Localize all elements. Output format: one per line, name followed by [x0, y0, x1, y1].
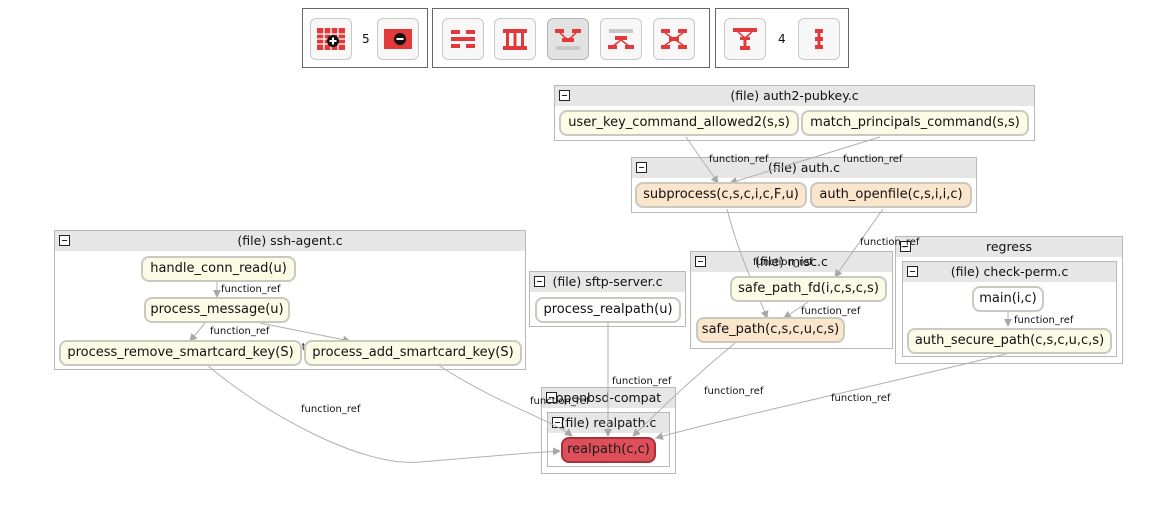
depth-count: 4: [778, 32, 786, 46]
edge-process-message-to-remove: [189, 322, 206, 342]
edge-label: function_ref: [210, 326, 270, 337]
node-process-message[interactable]: process_message(u): [144, 297, 290, 323]
edge-label: function_ref: [530, 396, 590, 407]
edge-label: function_ref: [612, 376, 672, 387]
edge-process-message-to-add: [259, 322, 351, 344]
collapse-icon[interactable]: [636, 162, 647, 173]
node-subprocess[interactable]: subprocess(c,s,c,i,c,F,u): [635, 182, 807, 208]
cluster-header: [896, 237, 1122, 257]
layout-tree-up-button[interactable]: [547, 18, 589, 60]
layout-horizontal-button[interactable]: [442, 18, 484, 60]
cluster-title: (file) sftp-server.c: [552, 274, 663, 289]
collapse-icon[interactable]: [546, 392, 557, 403]
toolbar-group-layout: [432, 8, 710, 68]
edge-label: function_ref: [301, 404, 361, 415]
node-realpath[interactable]: realpath(c,c): [561, 437, 656, 463]
cluster-title: (file) ssh-agent.c: [237, 233, 343, 248]
toolbar-group-depth: 4: [715, 8, 849, 68]
edge-remove-to-realpath: [206, 364, 561, 463]
node-safe-path-fd[interactable]: safe_path_fd(i,c,s,c,s): [730, 276, 887, 302]
edge-add-to-realpath: [437, 364, 573, 437]
layout-vertical-icon: [503, 29, 527, 50]
edge-user-key-to-subprocess: [685, 136, 719, 184]
layout-hierarchy-icon: [733, 28, 757, 50]
collapse-all-button[interactable]: [377, 18, 419, 60]
cluster-title: (file) auth2-pubkey.c: [730, 88, 859, 103]
layout-hierarchy-button[interactable]: [724, 18, 766, 60]
collapse-icon[interactable]: [534, 276, 545, 287]
node-auth-secure-path[interactable]: auth_secure_path(c,s,c,u,c,s): [907, 328, 1112, 354]
expand-all-icon: [317, 28, 345, 50]
layout-tree-down-icon: [608, 29, 634, 49]
collapse-all-icon: [384, 29, 412, 49]
toolbar-group-expand: 5: [302, 8, 428, 68]
node-handle-conn-read[interactable]: handle_conn_read(u): [141, 256, 296, 282]
node-process-add-smartcard-key[interactable]: process_add_smartcard_key(S): [304, 340, 522, 366]
cluster-header: [632, 158, 976, 178]
edge-label: function_ref: [801, 306, 861, 317]
edge-safe-path-fd-to-safe-path: [783, 301, 809, 319]
collapse-icon[interactable]: [907, 266, 918, 277]
layout-compact-icon: [815, 29, 823, 49]
layout-tree-down-button[interactable]: [600, 18, 642, 60]
cluster-header: [55, 231, 525, 251]
layout-horizontal-icon: [451, 30, 475, 48]
node-safe-path[interactable]: safe_path(c,s,c,u,c,s): [696, 317, 845, 343]
edge-label: function_ref: [709, 154, 769, 165]
edge-label: function_ref: [1014, 315, 1074, 326]
edge-label: function_ref: [221, 284, 281, 295]
layout-radial-icon: [661, 29, 687, 49]
node-auth-openfile[interactable]: auth_openfile(c,s,i,i,c): [810, 182, 972, 208]
edge-label: function_ref: [860, 237, 920, 248]
layout-vertical-button[interactable]: [494, 18, 536, 60]
edge-subprocess-to-safe-path: [726, 208, 769, 319]
layout-radial-button[interactable]: [653, 18, 695, 60]
edge-label: function_ref: [704, 386, 764, 397]
edge-auth-openfile-to-safe-path-fd: [834, 208, 884, 278]
collapse-icon[interactable]: [695, 256, 706, 267]
node-main[interactable]: main(i,c): [972, 286, 1044, 312]
node-process-realpath[interactable]: process_realpath(u): [535, 297, 681, 323]
node-match-principals-command[interactable]: match_principals_command(s,s): [801, 110, 1029, 136]
edge-auth-secure-path-to-realpath: [655, 352, 1011, 440]
cluster-header: [530, 272, 685, 292]
collapse-icon[interactable]: [59, 235, 70, 246]
edge-label: function_ref: [753, 257, 813, 268]
cluster-title: (file) auth.c: [767, 160, 840, 175]
expand-count: 5: [362, 32, 370, 46]
node-process-remove-smartcard-key[interactable]: process_remove_smartcard_key(S): [59, 340, 302, 366]
collapse-icon[interactable]: [900, 241, 911, 252]
edge-safe-path-to-realpath: [632, 342, 736, 437]
cluster-header: [903, 262, 1116, 282]
cluster-header: [555, 86, 1034, 106]
layout-compact-button[interactable]: [798, 18, 840, 60]
collapse-icon[interactable]: [559, 90, 570, 101]
node-user-key-command-allowed2[interactable]: user_key_command_allowed2(s,s): [559, 110, 799, 136]
layout-tree-up-icon: [555, 29, 581, 50]
edge-match-principals-to-subprocess: [729, 136, 881, 185]
cluster-title: (file) check-perm.c: [950, 264, 1069, 279]
edge-label: function_ref: [831, 393, 891, 404]
edge-label: function_ref: [843, 154, 903, 165]
expand-all-button[interactable]: [310, 18, 352, 60]
cluster-title: regress: [985, 239, 1033, 254]
cluster-title: (file) misc.c: [755, 254, 828, 269]
